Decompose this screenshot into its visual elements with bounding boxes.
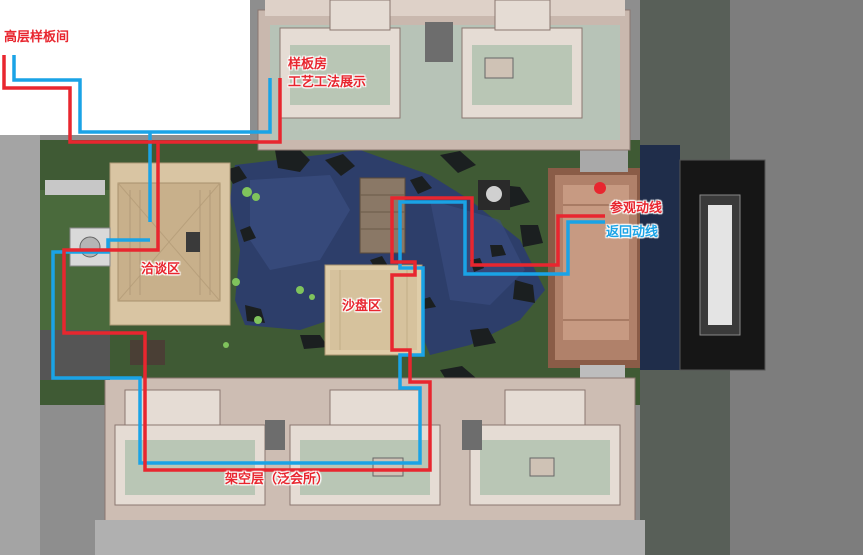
lily-pads xyxy=(223,187,315,348)
return-route-legend: 返回动线 xyxy=(606,225,659,240)
return-route-main xyxy=(51,200,605,465)
sandtable-area-label: 沙盘区 xyxy=(342,299,382,314)
blank-area xyxy=(0,0,250,135)
clubhouse-label: 架空层（泛会所） xyxy=(225,472,330,487)
start-marker xyxy=(594,182,606,194)
showroom-label: 样板房 xyxy=(288,57,328,72)
craft-display-label: 工艺工法展示 xyxy=(288,75,367,90)
return-route-line xyxy=(12,55,272,134)
negotiation-area-label: 洽谈区 xyxy=(141,262,181,277)
visit-route-line xyxy=(2,55,282,144)
visit-route-branch xyxy=(62,142,605,472)
visit-route-legend: 参观动线 xyxy=(610,201,663,216)
wood-deck xyxy=(359,177,406,254)
highrise-showroom-label: 高层样板间 xyxy=(4,30,70,45)
